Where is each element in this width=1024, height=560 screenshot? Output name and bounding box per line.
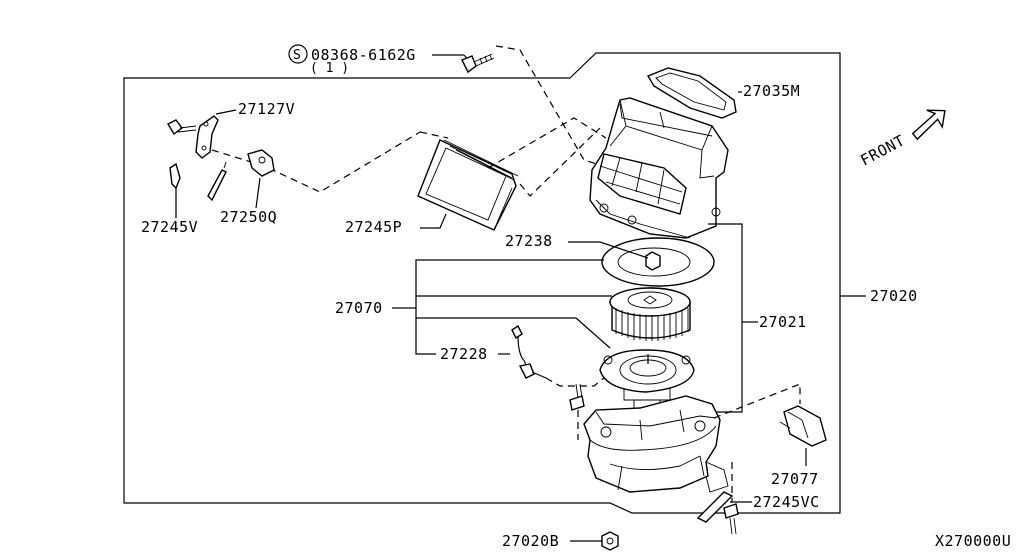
label-blower-case[interactable]: 27021 — [759, 313, 807, 331]
label-fan-motor[interactable]: 27070 — [335, 299, 383, 317]
clip-vc — [696, 491, 734, 523]
screw-icon-3 — [723, 503, 739, 535]
intake-housing — [589, 97, 729, 239]
figure-code: X270000U — [935, 532, 1011, 550]
label-harness[interactable]: 27228 — [440, 345, 488, 363]
holder — [247, 149, 275, 177]
label-holder[interactable]: 27250Q — [220, 208, 277, 226]
label-filter[interactable]: 27245P — [345, 218, 402, 236]
lower-blower-case — [583, 395, 729, 493]
svg-text:S: S — [293, 48, 301, 63]
s-symbol-icon: S — [288, 44, 308, 64]
label-fan-nut[interactable]: 27238 — [505, 232, 553, 250]
label-nut-b[interactable]: 27020B — [502, 532, 559, 550]
label-screw-qty: ( 1 ) — [310, 61, 349, 76]
fan-top-plate — [601, 237, 715, 287]
label-bracket[interactable]: 27127V — [238, 100, 295, 118]
front-label: FRONT — [857, 131, 908, 169]
seal-gasket — [646, 67, 737, 119]
label-resistor[interactable]: 27077 — [771, 470, 819, 488]
label-seal[interactable]: 27035M — [743, 82, 800, 100]
label-blower-assy[interactable]: 27020 — [870, 287, 918, 305]
air-filter — [417, 139, 519, 231]
clip-part — [169, 161, 227, 202]
label-screw-part[interactable]: 08368-6162G — [311, 46, 416, 64]
bracket — [195, 115, 219, 159]
wire-harness — [511, 324, 547, 379]
fan-wheel — [609, 287, 691, 341]
label-clip[interactable]: 27245V — [141, 218, 198, 236]
assembly-frame — [123, 52, 841, 514]
nut-icon — [601, 531, 619, 551]
bolt-icon — [167, 119, 197, 136]
front-arrow-icon — [911, 109, 946, 141]
label-clip-vc[interactable]: 27245VC — [753, 493, 820, 511]
resistor — [779, 405, 827, 447]
screw-icon — [461, 53, 495, 74]
screw-icon-2 — [569, 383, 585, 411]
